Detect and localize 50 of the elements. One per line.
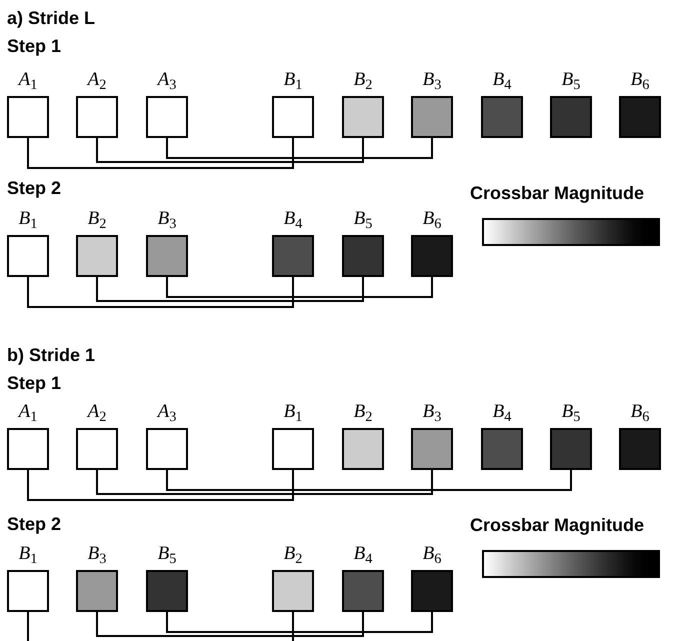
node-label: A$_{1}$ bbox=[18, 68, 38, 94]
section-heading: Step 1 bbox=[7, 372, 62, 395]
node-label: B$_{3}$ bbox=[422, 68, 442, 94]
connector-line bbox=[166, 277, 433, 298]
node-label: B$_{2}$ bbox=[354, 68, 372, 94]
node-label: B$_{5}$ bbox=[354, 207, 372, 233]
connector-line bbox=[166, 138, 433, 159]
node-label: B$_{6}$ bbox=[630, 400, 650, 426]
connector-line bbox=[27, 470, 294, 501]
connector-line bbox=[96, 612, 364, 637]
node-label: B$_{6}$ bbox=[422, 207, 442, 233]
node-label: B$_{1}$ bbox=[18, 207, 38, 233]
node-label: B$_{5}$ bbox=[158, 542, 176, 568]
node-label: A$_{3}$ bbox=[158, 68, 176, 94]
connector-line bbox=[27, 138, 294, 169]
node-label: B$_{6}$ bbox=[422, 542, 442, 568]
connector-line bbox=[96, 138, 364, 163]
node-label: B$_{2}$ bbox=[88, 207, 106, 233]
colorbar-title: Crossbar Magnitude bbox=[470, 514, 644, 537]
node-label: B$_{3}$ bbox=[158, 207, 176, 233]
section-heading: Step 1 bbox=[7, 35, 62, 58]
node-label: B$_{3}$ bbox=[88, 542, 106, 568]
connector-line bbox=[166, 612, 433, 633]
node-label: B$_{6}$ bbox=[630, 68, 650, 94]
node-label: A$_{1}$ bbox=[18, 400, 38, 426]
connector-line bbox=[96, 277, 364, 302]
connector-line bbox=[27, 612, 294, 641]
section-heading: Step 2 bbox=[7, 513, 62, 536]
node-label: B$_{1}$ bbox=[18, 542, 38, 568]
node-label: B$_{1}$ bbox=[284, 400, 302, 426]
node-label: B$_{1}$ bbox=[284, 68, 302, 94]
node-label: B$_{4}$ bbox=[284, 207, 302, 233]
connector-line bbox=[166, 470, 572, 491]
node-label: A$_{2}$ bbox=[88, 68, 106, 94]
node-label: B$_{5}$ bbox=[562, 400, 580, 426]
node-label: B$_{3}$ bbox=[422, 400, 442, 426]
section-heading: b) Stride 1 bbox=[7, 344, 96, 367]
node-label: B$_{2}$ bbox=[284, 542, 302, 568]
node-label: B$_{5}$ bbox=[562, 68, 580, 94]
section-heading: a) Stride L bbox=[7, 7, 96, 30]
colorbar-title: Crossbar Magnitude bbox=[470, 182, 644, 205]
node-label: A$_{3}$ bbox=[158, 400, 176, 426]
node-label: B$_{4}$ bbox=[492, 400, 512, 426]
connector-line bbox=[27, 277, 294, 308]
connector-line bbox=[96, 470, 433, 495]
node-label: A$_{2}$ bbox=[88, 400, 106, 426]
section-heading: Step 2 bbox=[7, 177, 62, 200]
node-label: B$_{2}$ bbox=[354, 400, 372, 426]
node-label: B$_{4}$ bbox=[354, 542, 372, 568]
node-label: B$_{4}$ bbox=[492, 68, 512, 94]
